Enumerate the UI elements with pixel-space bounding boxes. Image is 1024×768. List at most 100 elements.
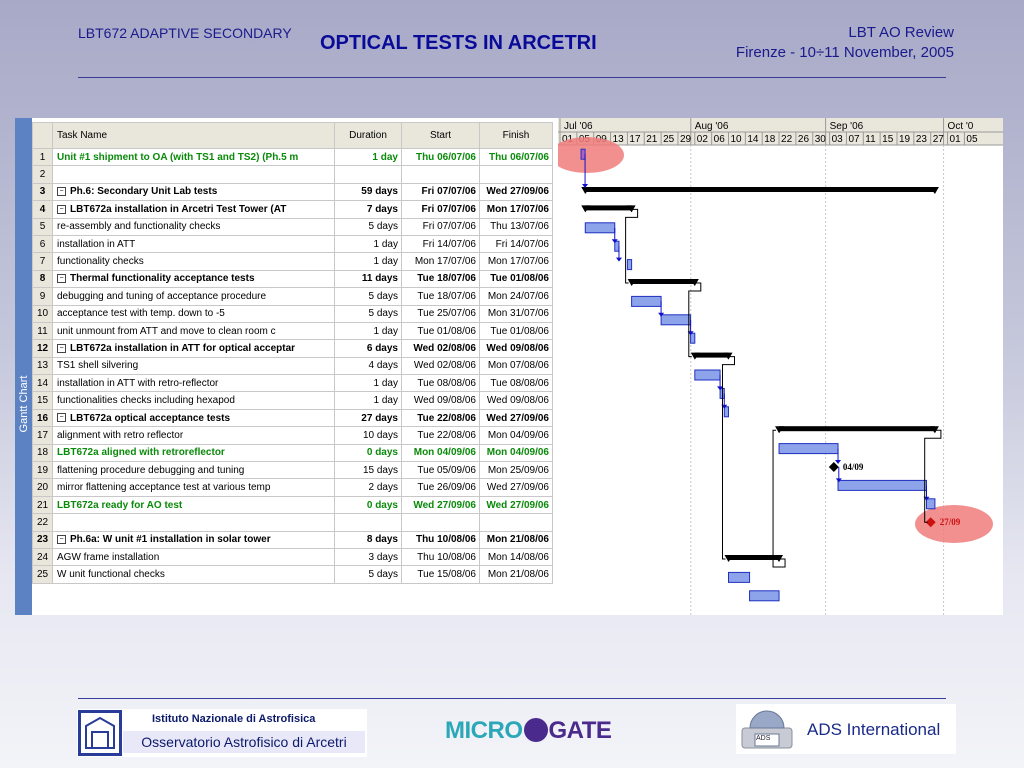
- task-name-cell: mirror flattening acceptance test at var…: [52, 478, 335, 497]
- column-header-finish[interactable]: Finish: [479, 122, 553, 149]
- dependency-arrowhead: [658, 312, 665, 317]
- ads-dome-icon: [741, 710, 793, 749]
- timescale-day-label: 26: [798, 134, 810, 145]
- task-name-text: functionality checks: [57, 256, 144, 268]
- column-header-task-name[interactable]: Task Name: [52, 122, 335, 149]
- task-bar[interactable]: [749, 590, 780, 602]
- task-start-cell: [401, 513, 480, 532]
- collapse-toggle-icon[interactable]: −: [57, 274, 66, 284]
- collapse-toggle-icon[interactable]: −: [57, 535, 66, 545]
- inaf-emblem-icon: [78, 710, 122, 756]
- collapse-toggle-icon[interactable]: −: [57, 204, 66, 214]
- summary-bar[interactable]: [631, 279, 695, 284]
- gantt-sidebar[interactable]: Gantt Chart: [15, 118, 32, 615]
- task-bar[interactable]: [778, 443, 839, 455]
- task-finish-cell: Mon 24/07/06: [479, 287, 553, 306]
- task-bar[interactable]: [690, 332, 696, 344]
- task-start-cell: Tue 25/07/06: [401, 304, 480, 323]
- table-row[interactable]: 22: [32, 513, 553, 532]
- task-id-cell: 18: [32, 443, 53, 463]
- summary-bar[interactable]: [585, 205, 632, 211]
- timescale-day-label: 18: [764, 134, 776, 145]
- task-name-text: TS1 shell silvering: [57, 360, 139, 372]
- table-row[interactable]: 12−LBT672a installation in ATT for optic…: [32, 339, 553, 358]
- task-bar[interactable]: [614, 240, 620, 252]
- summary-bar[interactable]: [585, 187, 935, 192]
- task-bar[interactable]: [626, 259, 633, 271]
- collapse-toggle-icon[interactable]: −: [57, 343, 66, 353]
- task-name-text: Unit #1 shipment to OA (with TS1 and TS2…: [57, 151, 299, 163]
- task-bar[interactable]: [694, 369, 721, 381]
- task-name-text: acceptance test with temp. down to -5: [57, 308, 225, 320]
- timescale-day-label: 13: [613, 134, 625, 145]
- task-bar[interactable]: [837, 479, 927, 491]
- task-start-cell: [401, 165, 480, 184]
- column-header-id[interactable]: [32, 122, 53, 149]
- task-bar[interactable]: [580, 148, 586, 160]
- column-header-duration[interactable]: Duration: [334, 122, 402, 149]
- column-header-start[interactable]: Start: [401, 122, 480, 149]
- arcetri-name: Osservatorio Astrofisico di Arcetri: [123, 731, 365, 753]
- summary-bar[interactable]: [728, 555, 780, 560]
- task-duration-cell: 11 days: [334, 269, 402, 289]
- footer-rule: [78, 698, 946, 699]
- task-bar[interactable]: [631, 295, 662, 307]
- milestone-date-label: 27/09: [940, 517, 961, 527]
- task-bar[interactable]: [584, 222, 616, 234]
- task-start-cell: Thu 10/08/06: [401, 547, 480, 567]
- table-row[interactable]: 4−LBT672a installation in Arcetri Test T…: [32, 200, 553, 219]
- task-bar[interactable]: [723, 406, 730, 418]
- header-right-line2: Firenze - 10÷11 November, 2005: [735, 44, 954, 61]
- task-id-cell: 4: [32, 200, 53, 219]
- summary-bar[interactable]: [694, 352, 729, 358]
- milestone-diamond[interactable]: [925, 517, 936, 528]
- inaf-name: Istituto Nazionale di Astrofisica: [152, 713, 316, 725]
- milestone-diamond[interactable]: [828, 462, 839, 472]
- task-id-cell: 25: [32, 565, 53, 584]
- task-bar[interactable]: [925, 498, 936, 510]
- table-row[interactable]: 8−Thermal functionality acceptance tests…: [32, 269, 553, 289]
- summary-connector: [772, 429, 786, 568]
- collapse-toggle-icon[interactable]: −: [57, 413, 66, 423]
- slide-title: OPTICAL TESTS IN ARCETRI: [320, 32, 597, 54]
- summary-connector: [924, 429, 942, 523]
- collapse-toggle-icon[interactable]: −: [57, 187, 66, 197]
- task-start-cell: Tue 18/07/06: [401, 269, 480, 289]
- task-finish-cell: Mon 25/09/06: [479, 461, 553, 480]
- task-name-cell: W unit functional checks: [52, 565, 335, 584]
- task-bar[interactable]: [728, 571, 751, 583]
- ads-name: ADS International: [807, 720, 941, 739]
- task-duration-cell: 7 days: [334, 200, 402, 219]
- timescale-day-label: 05: [966, 134, 978, 145]
- summary-bar[interactable]: [779, 426, 935, 432]
- summary-start-cap: [775, 426, 785, 434]
- task-name-text: LBT672a aligned with retroreflector: [57, 447, 225, 459]
- table-row[interactable]: 2: [32, 165, 553, 184]
- task-finish-cell: Mon 07/08/06: [479, 356, 553, 376]
- task-bar[interactable]: [660, 314, 692, 326]
- task-start-cell: Tue 22/08/06: [401, 426, 480, 445]
- task-duration-cell: 4 days: [334, 356, 402, 376]
- task-start-cell: Thu 06/07/06: [401, 147, 480, 167]
- timescale-day-label: 01: [562, 134, 574, 145]
- table-row[interactable]: 23−Ph.6a: W unit #1 installation in sola…: [32, 530, 553, 549]
